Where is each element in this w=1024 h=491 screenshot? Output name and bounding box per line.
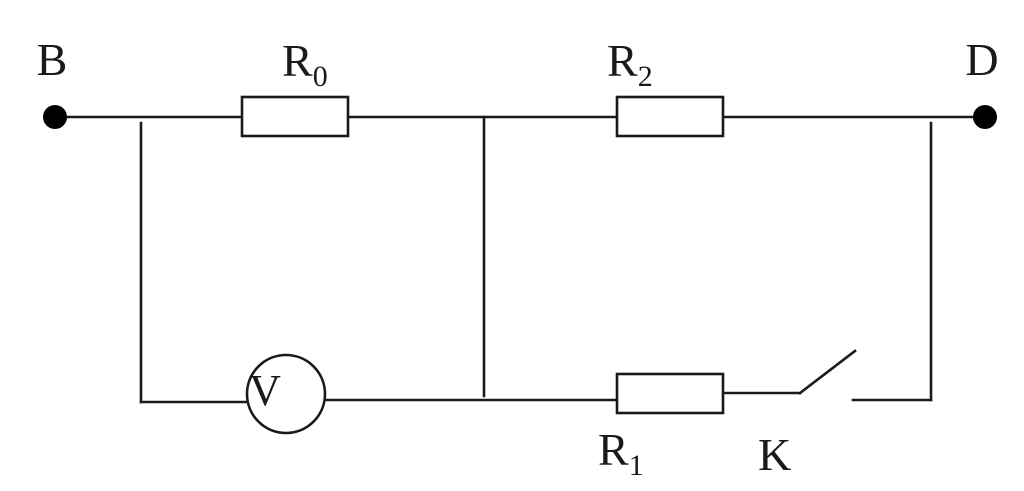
resistor-r0 [240, 95, 350, 138]
resistor-r2 [615, 95, 725, 138]
label-r2-letter: R [607, 35, 638, 86]
voltmeter [245, 353, 327, 435]
label-r2-subscript: 2 [638, 60, 653, 93]
node-label-b: B [37, 34, 68, 85]
switch-label: K [758, 429, 791, 480]
label-r1: R1 [598, 424, 644, 482]
resistor-r1 [615, 372, 725, 415]
terminal-d [973, 105, 997, 129]
node-label-d: D [965, 34, 998, 85]
terminal-b [43, 105, 67, 129]
voltmeter-label: V [249, 366, 281, 415]
label-r2: R2 [607, 35, 653, 93]
vertical-branches [139, 115, 933, 404]
label-r1-letter: R [598, 424, 629, 475]
bottom-branch [139, 349, 933, 404]
switch-blade [798, 349, 857, 395]
label-r0: R0 [282, 35, 328, 93]
label-r1-subscript: 1 [629, 449, 644, 482]
label-r0-subscript: 0 [313, 60, 328, 93]
label-r0-letter: R [282, 35, 313, 86]
